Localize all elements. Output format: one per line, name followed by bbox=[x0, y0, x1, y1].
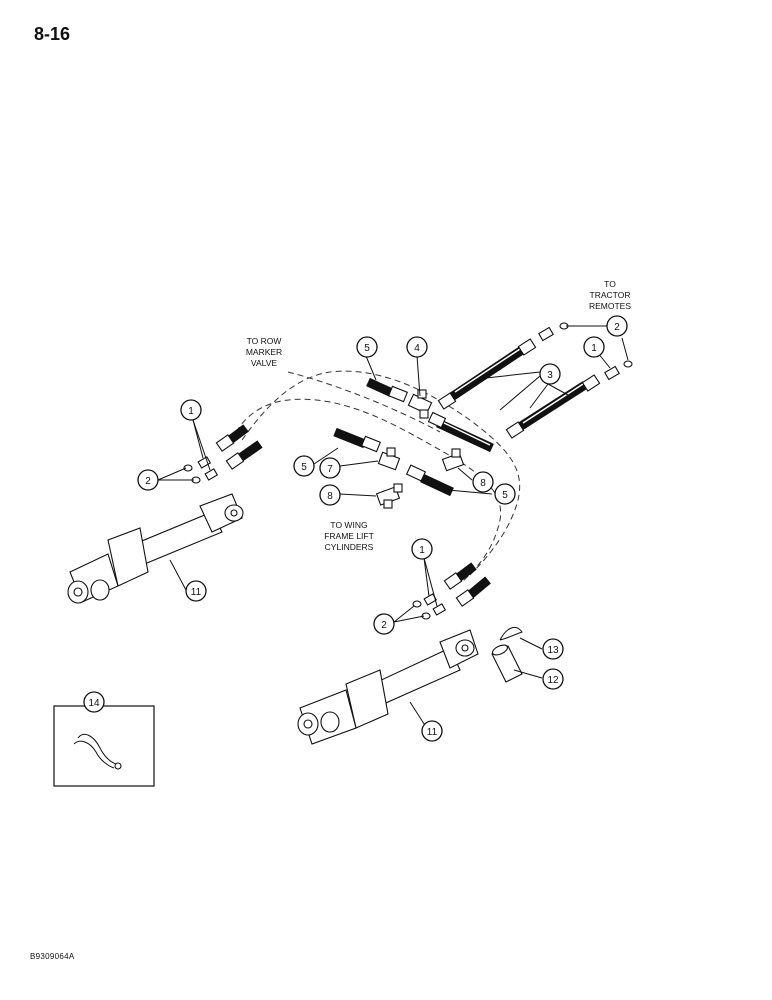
svg-text:11: 11 bbox=[427, 727, 438, 738]
svg-text:2: 2 bbox=[145, 476, 151, 487]
callout-3: 3 bbox=[539, 363, 561, 385]
leader-lines bbox=[93, 325, 629, 731]
callout-5: 5 bbox=[494, 483, 516, 505]
label-line: REMOTES bbox=[589, 301, 631, 311]
svg-text:1: 1 bbox=[188, 406, 194, 417]
label-line: TO WING bbox=[330, 520, 367, 530]
svg-text:11: 11 bbox=[191, 587, 202, 598]
callout-7: 7 bbox=[319, 457, 341, 479]
tee-fitting-8a bbox=[441, 448, 465, 472]
svg-text:2: 2 bbox=[381, 620, 387, 631]
elbow-fitting-7 bbox=[377, 447, 401, 471]
fitting-upper-right bbox=[538, 322, 633, 381]
svg-text:8: 8 bbox=[480, 478, 486, 489]
svg-text:8: 8 bbox=[327, 491, 333, 502]
label-line: FRAME LIFT bbox=[324, 531, 374, 541]
hose-routing-lines bbox=[235, 370, 521, 583]
callout-1: 1 bbox=[411, 538, 433, 560]
svg-text:5: 5 bbox=[301, 462, 307, 473]
hydraulic-hose-pair bbox=[437, 338, 601, 439]
svg-text:5: 5 bbox=[502, 490, 508, 501]
svg-text:13: 13 bbox=[547, 645, 559, 656]
clevis-pin-12 bbox=[491, 644, 523, 683]
inset-hose-strap bbox=[53, 705, 155, 787]
svg-text:5: 5 bbox=[364, 343, 370, 354]
label-line: TO ROW bbox=[247, 336, 282, 346]
figure-code: B9309064A bbox=[30, 952, 75, 961]
svg-text:12: 12 bbox=[547, 675, 559, 686]
hydraulic-cylinder-upper bbox=[67, 493, 244, 604]
hair-pin-clip-13 bbox=[499, 627, 523, 641]
callout-12: 12 bbox=[542, 668, 564, 690]
callout-1: 1 bbox=[583, 336, 605, 358]
page-number: 8-16 bbox=[34, 24, 71, 44]
hose-ends-lower-middle bbox=[412, 562, 491, 620]
callout-11: 11 bbox=[421, 720, 443, 742]
label-line: TO bbox=[604, 279, 616, 289]
label-line: CYLINDERS bbox=[325, 542, 374, 552]
svg-text:4: 4 bbox=[414, 343, 420, 354]
callout-1: 1 bbox=[180, 399, 202, 421]
svg-text:14: 14 bbox=[88, 698, 100, 709]
callout-11: 11 bbox=[185, 580, 207, 602]
callout-13: 13 bbox=[542, 638, 564, 660]
svg-text:3: 3 bbox=[547, 370, 553, 381]
tee-fitting-8b bbox=[375, 483, 403, 509]
label-line: VALVE bbox=[251, 358, 277, 368]
label-to-wing-frame-lift-cylinders: TO WING FRAME LIFT CYLINDERS bbox=[324, 520, 374, 552]
callout-2: 2 bbox=[137, 469, 159, 491]
label-to-tractor-remotes: TO TRACTOR REMOTES bbox=[589, 279, 631, 311]
callout-14: 14 bbox=[83, 691, 105, 713]
svg-text:2: 2 bbox=[614, 322, 620, 333]
callout-4: 4 bbox=[406, 336, 428, 358]
svg-text:7: 7 bbox=[327, 464, 333, 475]
hydraulic-cylinder-lower bbox=[297, 629, 479, 745]
callout-5: 5 bbox=[293, 455, 315, 477]
callout-8: 8 bbox=[319, 484, 341, 506]
hydraulic-hose-5 bbox=[333, 377, 494, 497]
label-line: MARKER bbox=[246, 347, 282, 357]
svg-text:1: 1 bbox=[419, 545, 425, 556]
callout-2: 2 bbox=[373, 613, 395, 635]
hose-ends-upper-left bbox=[183, 424, 263, 484]
tee-fitting-4 bbox=[407, 389, 433, 419]
callout-2: 2 bbox=[606, 315, 628, 337]
label-to-row-marker-valve: TO ROW MARKER VALVE bbox=[246, 336, 282, 368]
callout-8: 8 bbox=[472, 471, 494, 493]
svg-text:1: 1 bbox=[591, 343, 597, 354]
label-line: TRACTOR bbox=[590, 290, 631, 300]
callout-5: 5 bbox=[356, 336, 378, 358]
